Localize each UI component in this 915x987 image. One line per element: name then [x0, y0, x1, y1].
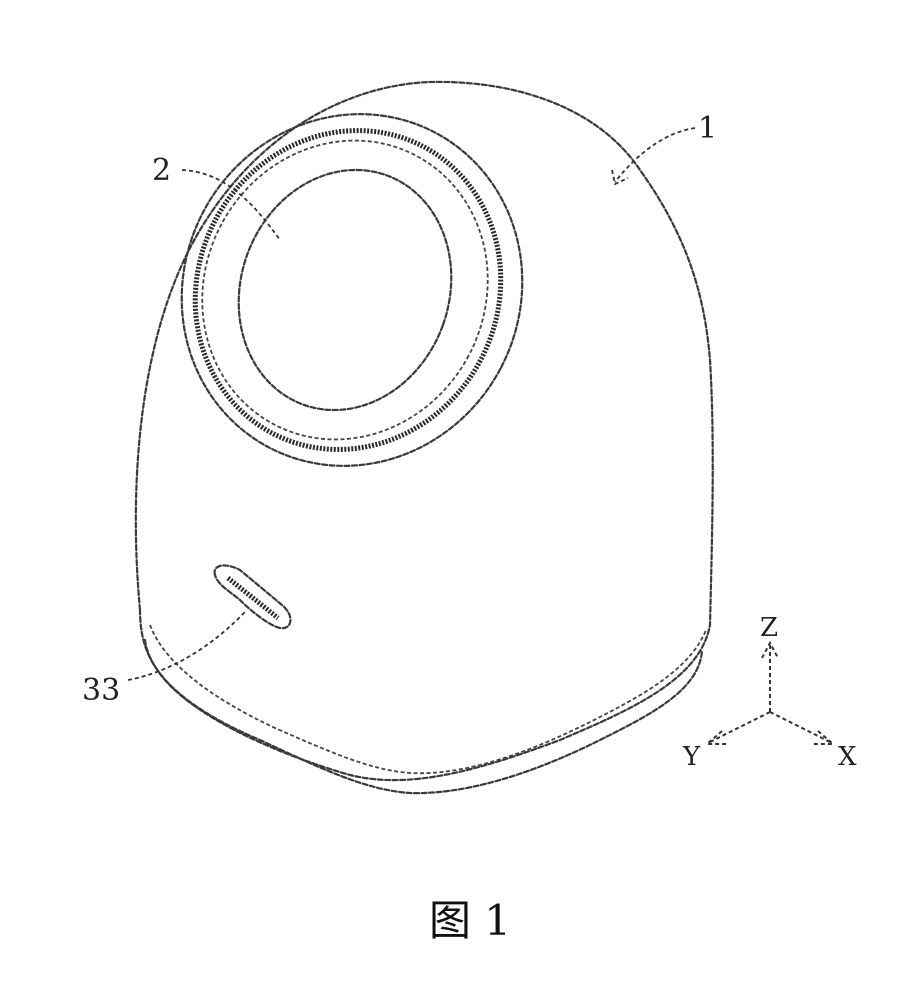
base-rim-inner	[149, 624, 707, 775]
leader-line-slot	[127, 611, 246, 681]
axis-z-label: Z	[760, 613, 778, 643]
leader-arrow-body	[611, 169, 629, 186]
axis-x-line	[769, 711, 833, 744]
leader-line-lens	[181, 169, 281, 241]
lens-hatched-ring	[192, 128, 504, 452]
slot-outline	[213, 564, 292, 630]
lens-face	[237, 168, 453, 412]
label-body-numeral: 1	[698, 111, 717, 146]
axis-z-arrowhead	[761, 640, 779, 659]
axis-y-line	[707, 711, 771, 744]
label-slot-numeral: 33	[82, 673, 120, 708]
base-rim-outer	[143, 638, 704, 795]
figure-caption: 图 1	[429, 896, 511, 945]
coordinate-axes: Z Y X	[682, 613, 857, 772]
housing-outline	[134, 80, 714, 782]
axis-x-label: X	[838, 742, 857, 772]
lens-shoulder-ring	[180, 113, 524, 467]
axis-y-label: Y	[682, 742, 701, 772]
slot-inner	[226, 576, 280, 620]
leader-line-body	[614, 127, 696, 183]
label-lens-numeral: 2	[152, 153, 171, 188]
lens-inner-ring	[201, 139, 489, 441]
